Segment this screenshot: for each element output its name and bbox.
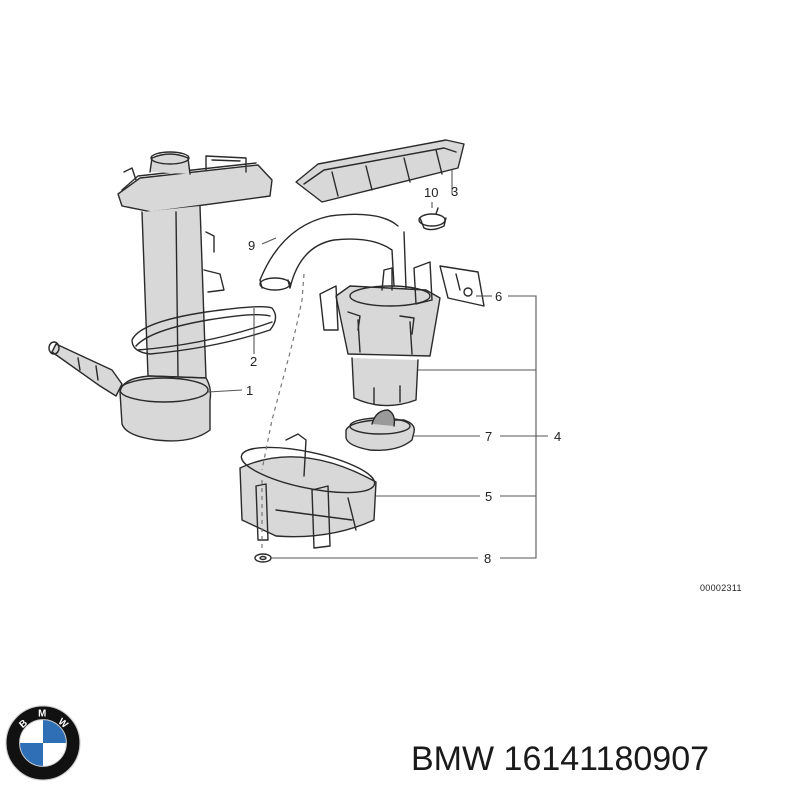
part-6-pump-holder xyxy=(319,261,485,357)
part-caption: BMW 16141180907 xyxy=(411,740,709,779)
leader-lines xyxy=(207,170,548,559)
part-4-fuel-pump xyxy=(351,357,419,407)
callout-2: 2 xyxy=(250,354,257,369)
diagram-code: 00002311 xyxy=(700,583,742,593)
callout-7: 7 xyxy=(485,429,492,444)
callout-1: 1 xyxy=(246,383,253,398)
callout-9: 9 xyxy=(248,238,255,253)
part-7-filter xyxy=(345,409,415,451)
bmw-logo-icon: B M W xyxy=(5,705,81,781)
caption-brand: BMW xyxy=(411,740,495,778)
part-1-sender-unit xyxy=(48,151,273,442)
callout-6: 6 xyxy=(495,289,502,304)
assembly-guide-line xyxy=(261,273,305,471)
part-5-basket xyxy=(239,433,377,549)
part-3-cover-plate xyxy=(295,139,465,203)
callout-5: 5 xyxy=(485,489,492,504)
part-8-small-seal xyxy=(254,553,272,563)
part-10-clamp xyxy=(418,207,447,231)
part-2-seal-ring xyxy=(131,305,277,355)
callout-4: 4 xyxy=(554,429,561,444)
svg-text:M: M xyxy=(38,709,46,720)
callout-3: 3 xyxy=(451,184,458,199)
callout-10: 10 xyxy=(424,185,438,200)
part-9-fuel-hose xyxy=(259,213,407,291)
caption-part-number: 16141180907 xyxy=(503,740,710,778)
callout-8: 8 xyxy=(484,551,491,566)
